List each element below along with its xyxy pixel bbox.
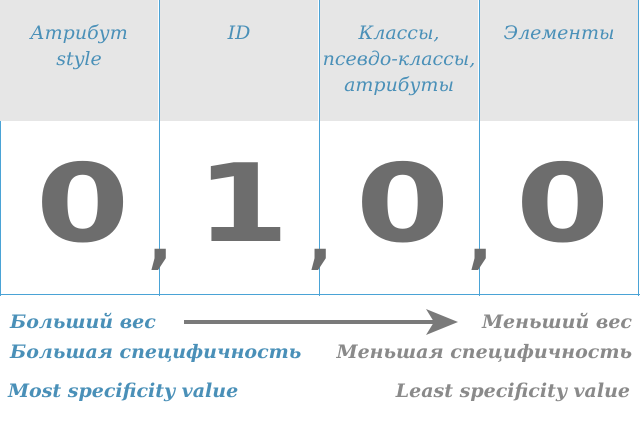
digit-separator: , (148, 203, 173, 277)
divider-line (0, 121, 1, 296)
column-body (320, 121, 478, 294)
column-elements: Элементы (480, 0, 638, 294)
direction-arrow-icon (184, 309, 458, 335)
column-header: Элементы (480, 0, 638, 121)
digit-separator: , (468, 203, 493, 277)
specificity-digit-classes: 0 (356, 142, 450, 267)
column-style-attribute: Атрибут style (0, 0, 158, 294)
digit-separator: , (308, 203, 333, 277)
column-header: Классы, псевдо-классы, атрибуты (320, 0, 478, 121)
column-body (480, 121, 638, 294)
divider-line (638, 0, 639, 296)
specificity-table: Атрибут style ID Классы, псевдо-классы, … (0, 0, 640, 296)
divider-line (319, 0, 320, 296)
divider-line (159, 0, 160, 296)
more-specificity-label: Большая специфичность (10, 341, 302, 363)
most-specificity-value-label: Most specificity value (8, 380, 239, 402)
specificity-digit-id: 1 (196, 142, 290, 267)
least-specificity-value-label: Least specificity value (395, 380, 630, 402)
specificity-digit-style: 0 (36, 142, 130, 267)
column-body (0, 121, 158, 294)
column-header: Атрибут style (0, 0, 158, 121)
more-weight-label: Больший вес (10, 311, 156, 333)
table-bottom-border (0, 294, 640, 295)
column-id: ID (160, 0, 318, 294)
less-specificity-label: Меньшая специфичность (336, 341, 632, 363)
column-header: ID (160, 0, 318, 121)
divider-line (479, 0, 480, 296)
column-body (160, 121, 318, 294)
less-weight-label: Меньший вес (482, 311, 632, 333)
column-classes: Классы, псевдо-классы, атрибуты (320, 0, 478, 294)
specificity-digit-elements: 0 (516, 142, 610, 267)
